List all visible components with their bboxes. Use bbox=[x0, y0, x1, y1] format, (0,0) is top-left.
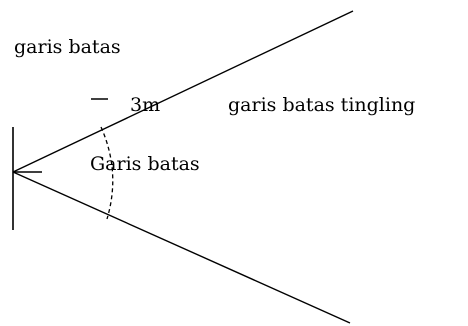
dashed-distance-arc bbox=[100, 126, 114, 220]
outer-boundary-label: garis batas bbox=[14, 36, 121, 58]
tingling-boundary-label: garis batas tingling bbox=[228, 94, 416, 116]
distance-label: 3m bbox=[130, 94, 161, 116]
lower-boundary-line bbox=[12, 171, 351, 324]
upper-boundary-line bbox=[12, 10, 354, 173]
inner-boundary-label: Garis batas bbox=[90, 153, 200, 175]
